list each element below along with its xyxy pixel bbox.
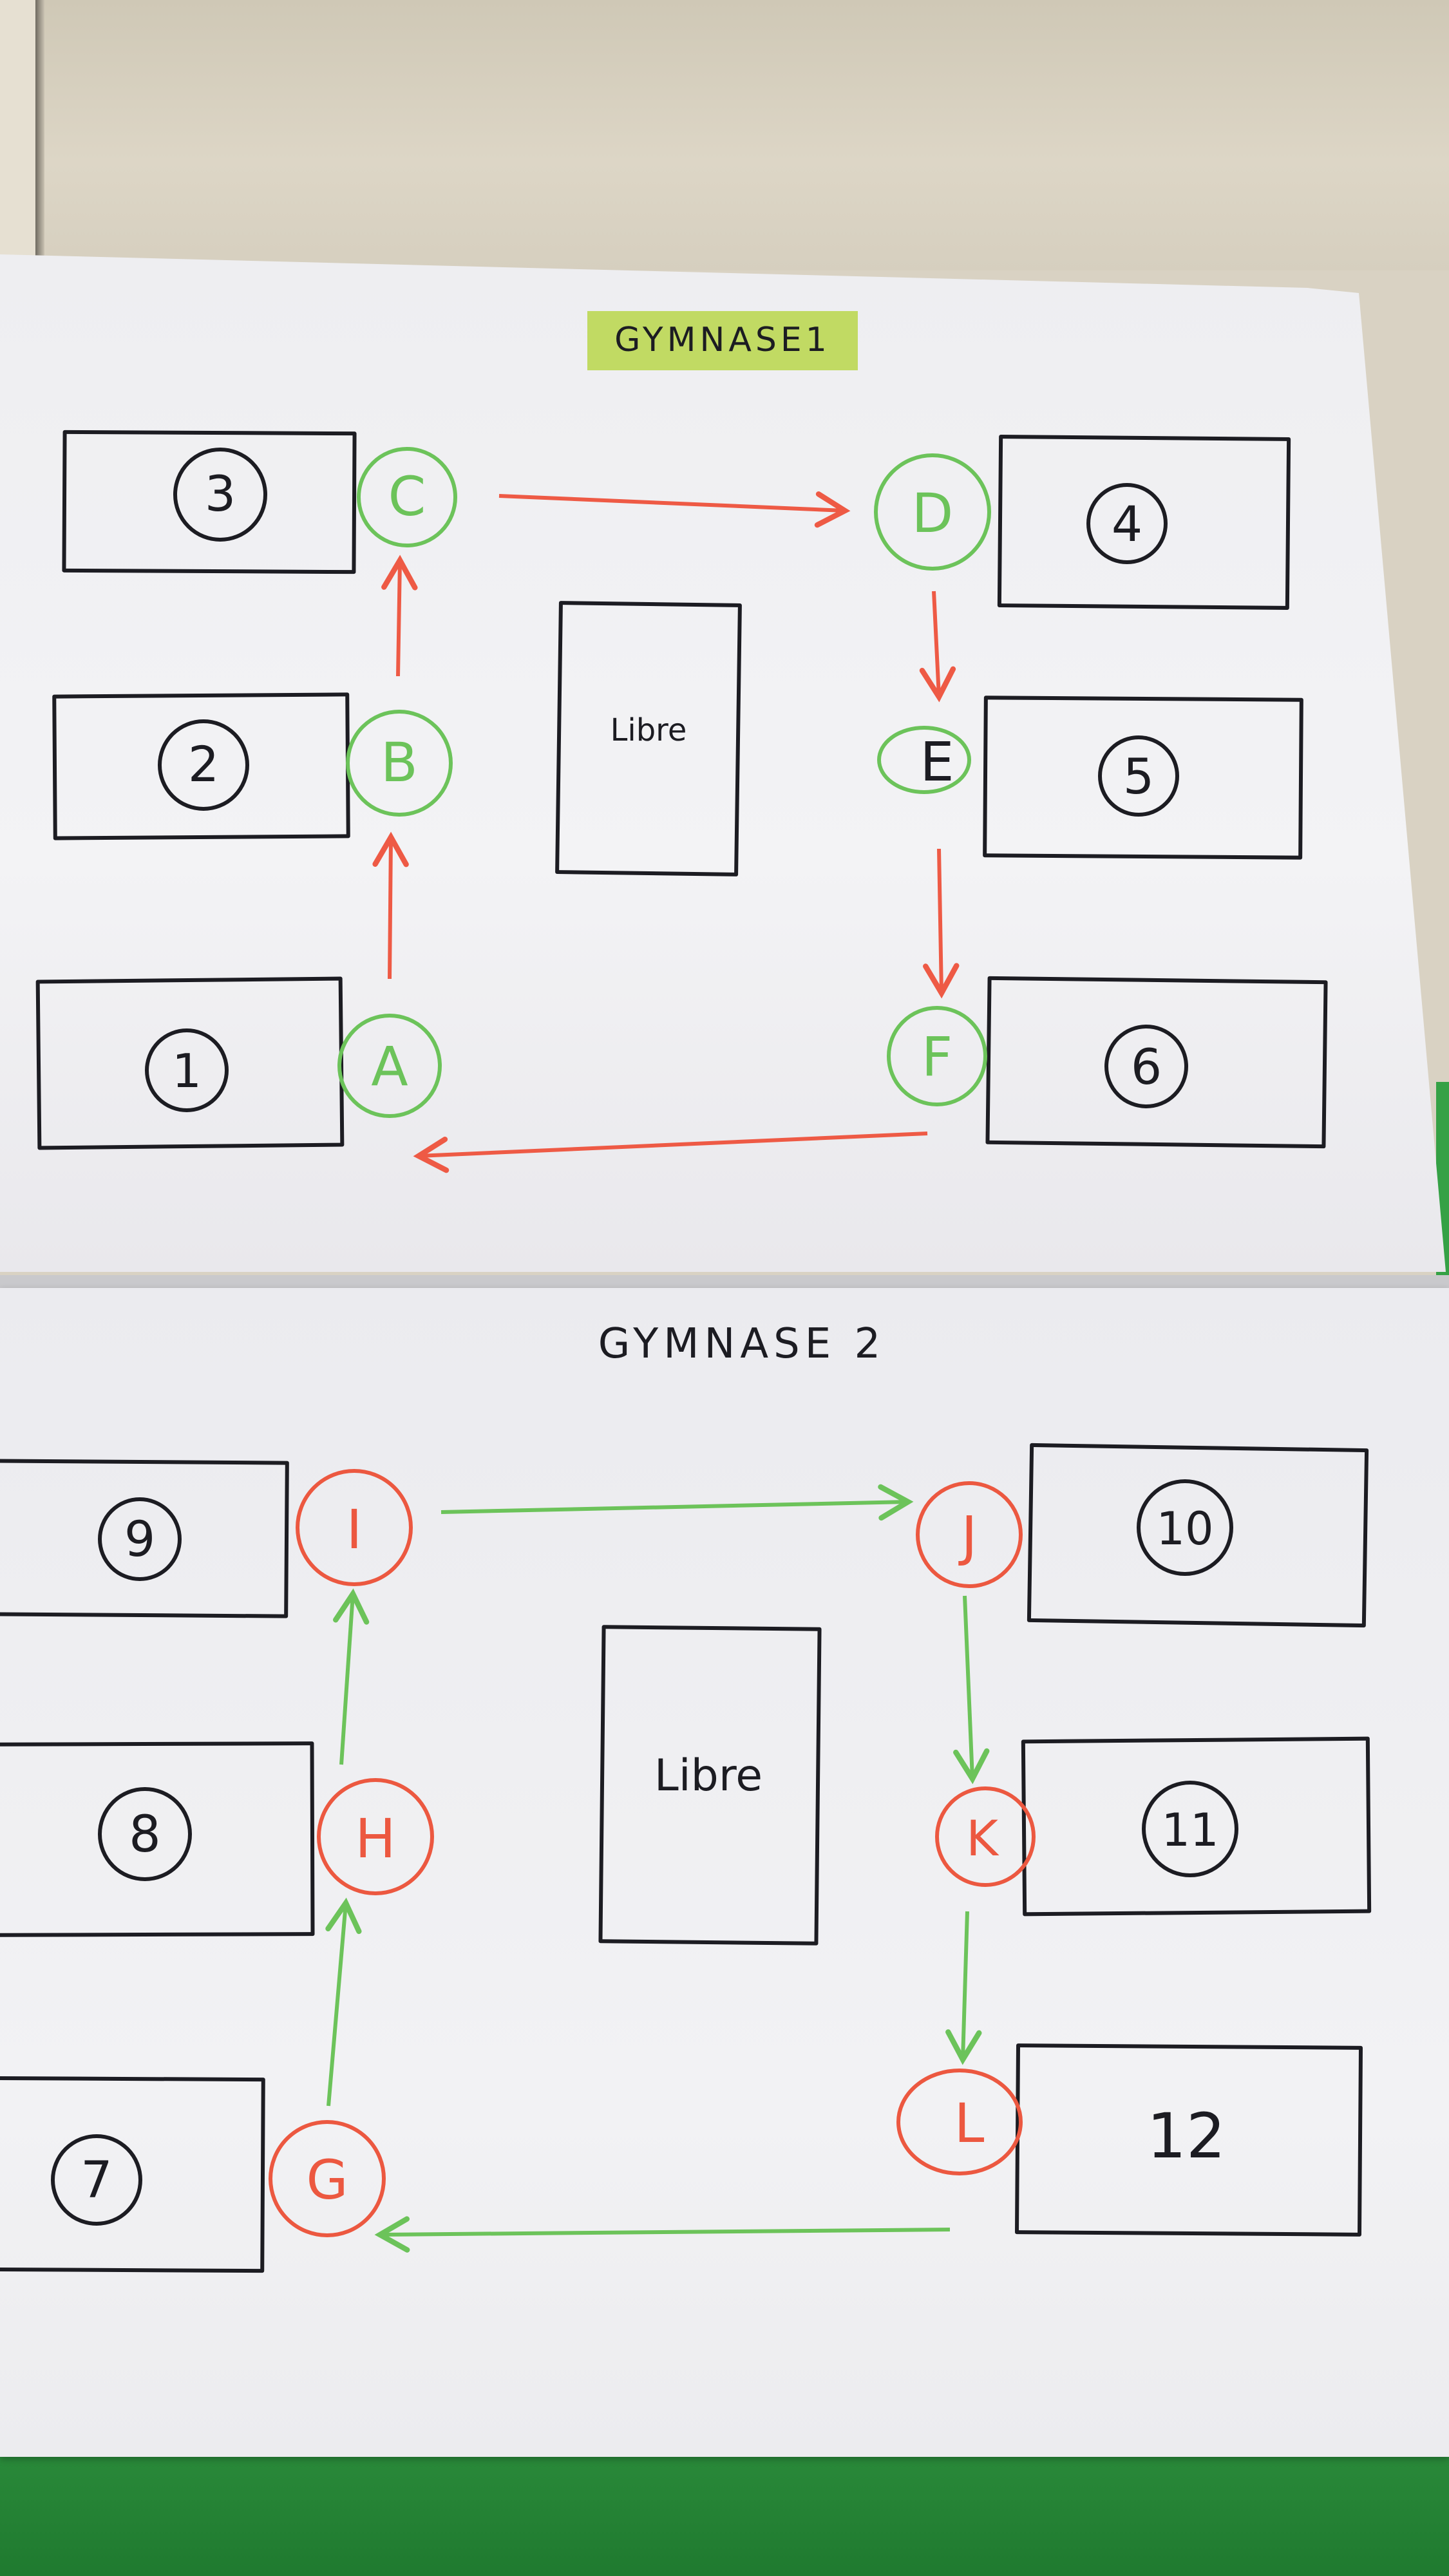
point-i: I (296, 1469, 413, 1586)
point-g: G (269, 2120, 386, 2237)
arrow-c-to-d (498, 491, 851, 528)
station-2: 2 (52, 692, 350, 840)
station-9-number: 9 (124, 1510, 155, 1567)
point-g-label: G (306, 2148, 348, 2211)
arrow-h-to-i (333, 1588, 370, 1765)
point-a: A (337, 1014, 442, 1118)
arrow-l-to-g (374, 2216, 951, 2253)
station-12-number: 12 (1147, 2100, 1226, 2172)
station-10-number: 10 (1156, 1502, 1213, 1555)
station-11-number: 11 (1161, 1804, 1218, 1857)
arrow-b-to-c (381, 554, 418, 677)
station-3: 3 (62, 430, 357, 574)
free-area-2-label: Libre (654, 1750, 762, 1801)
wall-background (0, 0, 1449, 270)
gymnase-2-board: GYMNASE 2 9 8 7 10 11 12 (0, 1320, 1372, 2273)
station-3-number: 3 (205, 465, 236, 522)
station-12: 12 (1014, 2043, 1363, 2237)
arrow-g-to-h (325, 1897, 362, 2107)
station-7: 7 (0, 2076, 265, 2273)
wall-edge (0, 0, 39, 270)
gymnase-2-title: GYMNASE 2 (598, 1320, 886, 1368)
station-2-number: 2 (188, 735, 219, 793)
arrow-d-to-e (919, 591, 956, 703)
point-d-label: D (912, 482, 954, 545)
station-11: 11 (1021, 1736, 1372, 1917)
point-j-label: J (958, 1504, 978, 1567)
point-f: F (887, 1006, 987, 1106)
station-5-number: 5 (1123, 748, 1154, 805)
point-i-label: I (346, 1498, 363, 1561)
point-h: H (317, 1778, 434, 1895)
station-8-number: 8 (129, 1806, 161, 1864)
point-f-label: F (922, 1025, 952, 1088)
station-6-number: 6 (1131, 1038, 1162, 1095)
station-7-number: 7 (80, 2152, 113, 2210)
arrow-a-to-b (372, 831, 409, 980)
station-1-number: 1 (172, 1044, 202, 1098)
green-board-bottom (0, 2447, 1449, 2576)
arrow-k-to-l (945, 1911, 982, 2065)
free-area-2: Libre (598, 1625, 822, 1946)
station-10: 10 (1027, 1443, 1369, 1628)
station-4-number: 4 (1112, 495, 1142, 553)
point-l: L (896, 2069, 1023, 2175)
point-j: J (916, 1481, 1023, 1588)
point-b: B (346, 710, 453, 817)
point-c: C (357, 447, 457, 547)
arrow-f-to-a (413, 1132, 928, 1173)
station-1: 1 (35, 976, 345, 1150)
gymnase-1-board: GYMNASE1 3 2 1 4 5 (35, 311, 1328, 1173)
wall-seam (35, 0, 44, 270)
free-area-1: Libre (555, 601, 742, 876)
point-a-label: A (371, 1035, 408, 1098)
arrow-j-to-k (953, 1595, 990, 1785)
station-9: 9 (0, 1459, 289, 1618)
point-k: K (935, 1786, 1036, 1887)
station-5: 5 (983, 696, 1303, 860)
point-h-label: H (355, 1807, 395, 1870)
point-e: E (877, 726, 971, 794)
point-b-label: B (381, 731, 418, 794)
point-c-label: C (388, 465, 426, 528)
title-highlight (587, 311, 858, 370)
station-4: 4 (997, 435, 1291, 610)
point-l-label: L (954, 2092, 985, 2155)
free-area-1-label: Libre (611, 712, 687, 748)
point-d: D (874, 453, 991, 571)
point-e-label: E (920, 730, 954, 793)
arrow-i-to-j (440, 1484, 914, 1521)
point-k-label: K (966, 1810, 999, 1867)
sheet-gymnase-1 (0, 254, 1446, 1272)
station-8: 8 (0, 1741, 315, 1937)
station-6: 6 (985, 976, 1328, 1149)
arrow-e-to-f (923, 848, 960, 999)
gymnase-1-title: GYMNASE1 (614, 321, 831, 359)
